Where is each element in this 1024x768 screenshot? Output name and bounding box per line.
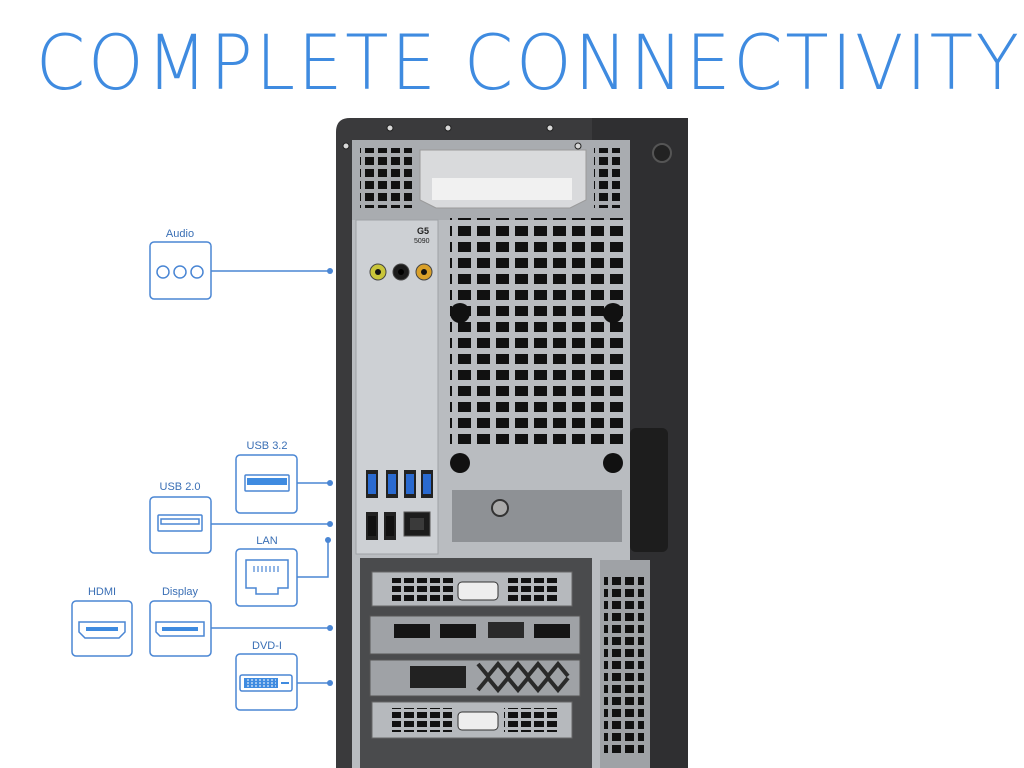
model-badge-line2: 5090 <box>414 238 430 245</box>
lan-port[interactable] <box>403 511 431 537</box>
dvi-icon <box>239 674 293 692</box>
port-label-usb32: USB 3.2 <box>246 440 288 452</box>
pc-case-rear: G5 5090 <box>336 118 688 768</box>
connector-dots <box>325 268 333 686</box>
port-label-lan: LAN <box>256 535 278 547</box>
usb-a-icon <box>157 514 203 532</box>
audio-icon-box <box>149 241 212 300</box>
thumbscrew-icon <box>652 143 672 163</box>
port-label-usb20: USB 2.0 <box>159 481 201 493</box>
top-right-vent <box>594 148 620 208</box>
usb-a-icon <box>244 474 290 492</box>
model-badge-line1: G5 <box>417 226 429 236</box>
fan-vent <box>450 218 626 450</box>
usb20-ports[interactable] <box>366 512 396 540</box>
hdmi-icon <box>78 621 126 639</box>
audio-jacks[interactable] <box>369 263 433 281</box>
connector-lines <box>211 270 330 684</box>
usb32-ports[interactable] <box>366 470 433 498</box>
fan-mount-feet <box>450 303 623 473</box>
port-label-audio: Audio <box>165 228 195 240</box>
displayport-icon <box>155 621 205 637</box>
audio-jacks-icon <box>156 265 204 279</box>
port-label-dvi: DVD-I <box>252 640 282 652</box>
gpu-ports[interactable] <box>394 622 570 638</box>
ethernet-icon <box>245 559 289 595</box>
lan-icon-box <box>235 548 298 607</box>
top-left-vent <box>360 148 412 208</box>
port-label-hdmi: HDMI <box>87 586 117 598</box>
dvi-port[interactable] <box>410 666 466 688</box>
page-title: COMPLETE CONNECTIVITY <box>35 18 1022 107</box>
port-label-display: Display <box>161 586 199 598</box>
